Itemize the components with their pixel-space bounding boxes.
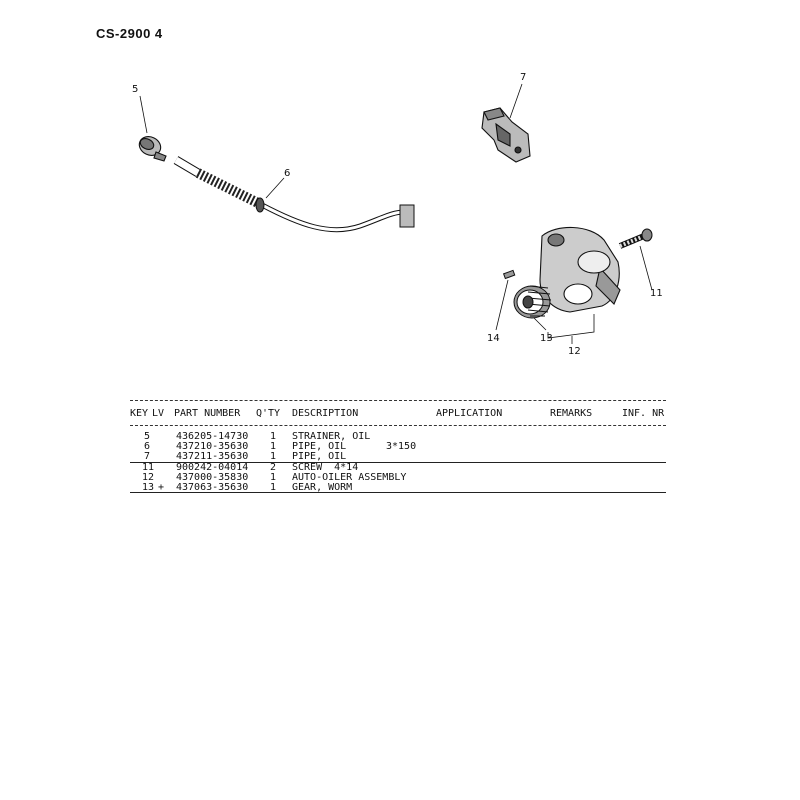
cell-part-number: 437000-35830 bbox=[176, 471, 249, 483]
cell-description: STRAINER, OIL bbox=[292, 431, 371, 442]
cell-qty: 2 bbox=[270, 461, 277, 473]
table-row: 5 436205-14730 1 STRAINER, OIL bbox=[130, 431, 666, 442]
cell-qty: 1 bbox=[270, 481, 277, 493]
header-qty: Q'TY bbox=[256, 408, 281, 419]
cell-qty: 1 bbox=[270, 431, 277, 442]
callout-6: 6 bbox=[284, 168, 290, 179]
strainer-part-illustration bbox=[138, 136, 167, 162]
pin-illustration bbox=[502, 269, 516, 280]
cell-description: AUTO-OILER ASSEMBLY bbox=[292, 471, 407, 483]
cell-key: 7 bbox=[143, 451, 151, 463]
cell-key: 12 bbox=[142, 471, 155, 483]
cell-key: 13 bbox=[142, 481, 155, 493]
cell-description: GEAR, WORM bbox=[292, 481, 353, 493]
header-remarks: REMARKS bbox=[550, 408, 593, 419]
table-row: 13 + 437063-35630 1 GEAR, WORM bbox=[130, 481, 666, 494]
callout-12: 12 bbox=[568, 346, 581, 357]
cell-qty: 1 bbox=[270, 451, 277, 463]
cell-qty: 1 bbox=[270, 441, 277, 453]
table-header-row: KEY LV PART NUMBER Q'TY DESCRIPTION APPL… bbox=[130, 407, 666, 421]
header-part-number: PART NUMBER bbox=[174, 408, 241, 419]
oil-pipe-illustration bbox=[173, 156, 415, 233]
header-lv: LV bbox=[152, 408, 165, 419]
cell-description: PIPE, OIL bbox=[292, 451, 347, 463]
cell-spec: 3*150 bbox=[386, 441, 417, 453]
table-row: 6 437210-35630 1 PIPE, OIL 3*150 bbox=[130, 441, 666, 453]
cell-description: SCREW 4*14 bbox=[292, 461, 359, 473]
table-row: 12 437000-35830 1 AUTO-OILER ASSEMBLY bbox=[130, 471, 666, 483]
cell-key: 5 bbox=[143, 431, 151, 442]
table-header-rule bbox=[130, 425, 666, 426]
cell-description: PIPE, OIL bbox=[292, 441, 347, 453]
cell-lv: + bbox=[158, 481, 165, 493]
header-key: KEY bbox=[130, 408, 149, 419]
callout-11: 11 bbox=[650, 288, 663, 299]
pipe-fitting-illustration bbox=[481, 107, 531, 163]
cell-part-number: 436205-14730 bbox=[176, 431, 249, 442]
auto-oiler-illustration bbox=[539, 226, 621, 313]
callout-5: 5 bbox=[132, 84, 138, 95]
cell-key: 6 bbox=[143, 441, 151, 453]
worm-gear-illustration bbox=[513, 285, 552, 319]
table-row: 7 437211-35630 1 PIPE, OIL bbox=[130, 451, 666, 463]
cell-part-number: 437211-35630 bbox=[176, 451, 249, 463]
parts-diagram: 5 6 7 11 14 bbox=[132, 72, 663, 357]
cell-part-number: 437210-35630 bbox=[176, 441, 249, 453]
callout-7: 7 bbox=[520, 72, 526, 83]
screw-illustration bbox=[618, 228, 653, 249]
table-row: 11 900242-04014 2 SCREW 4*14 bbox=[130, 461, 666, 473]
callout-13: 13 bbox=[540, 333, 553, 344]
cell-qty: 1 bbox=[270, 471, 277, 483]
header-application: APPLICATION bbox=[436, 408, 503, 419]
cell-part-number: 437063-35630 bbox=[176, 481, 249, 493]
parts-table: KEY LV PART NUMBER Q'TY DESCRIPTION APPL… bbox=[130, 400, 666, 494]
callout-14: 14 bbox=[487, 333, 500, 344]
table-top-rule bbox=[130, 400, 666, 401]
cell-key: 11 bbox=[142, 461, 155, 473]
cell-part-number: 900242-04014 bbox=[176, 461, 249, 473]
header-inf-nr: INF. NR bbox=[622, 408, 665, 419]
header-description: DESCRIPTION bbox=[292, 408, 359, 419]
page-title: CS-2900 4 bbox=[96, 26, 163, 41]
